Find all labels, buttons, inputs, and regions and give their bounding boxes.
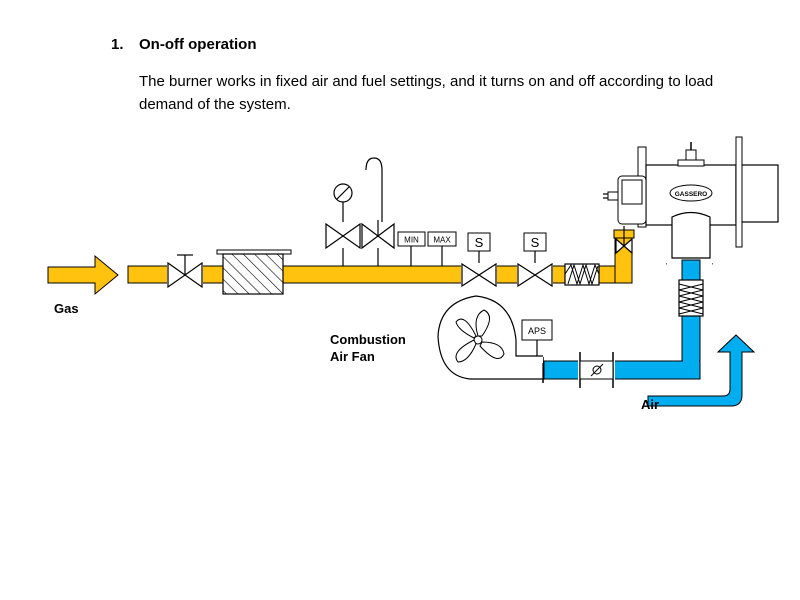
air-inlet-arrow [647,334,756,407]
gas-label: Gas [54,301,79,316]
burner-brand-label: GASSERO [675,191,708,198]
section-paragraph: The burner works in fixed air and fuel s… [139,73,714,113]
pressure-gauge-assembly [325,183,361,266]
air-flexible-hose [678,279,704,317]
solenoid-2-label: S [531,235,540,250]
max-pressure-switch: MAX [427,231,457,266]
manual-shutoff-valve [167,254,203,289]
air-line: APS [521,259,756,407]
gas-flexible-hose [564,263,600,286]
burner-gas-valve [613,226,635,255]
fan-impeller [455,309,505,363]
combustion-tube [735,164,779,223]
max-pressure-label: MAX [433,236,451,245]
solenoid-valve-2: S [517,232,553,288]
gas-inlet-arrow [47,254,119,296]
air-inlet-housing [671,211,711,259]
fan-label-line1: Combustion [330,332,406,347]
gas-pipe [127,265,633,284]
min-pressure-label: MIN [404,236,419,245]
air-damper [578,352,615,388]
svg-text:': ' [712,263,713,270]
pressure-test-point [361,157,395,266]
solenoid-1-label: S [475,235,484,250]
air-label: Air [641,397,659,412]
gas-line: MIN MAX S S [47,157,635,296]
section-number: 1. [111,36,124,53]
air-duct-horizontal [543,360,701,380]
section-title: On-off operation [139,36,257,53]
solenoid-valve-1: S [461,232,497,288]
burner-assembly: GASSERO ' ' [603,136,779,270]
combustion-air-fan [437,295,544,380]
boiler-flange [735,136,743,248]
svg-text:': ' [666,263,667,270]
section-heading: 1. On-off operation [111,36,256,53]
gas-filter [216,249,292,295]
fan-label-line2: Air Fan [330,349,375,364]
air-pressure-switch: APS [521,319,553,361]
min-pressure-switch: MIN [397,231,426,266]
burner-brand-badge [669,184,713,202]
aps-label: APS [528,326,546,336]
